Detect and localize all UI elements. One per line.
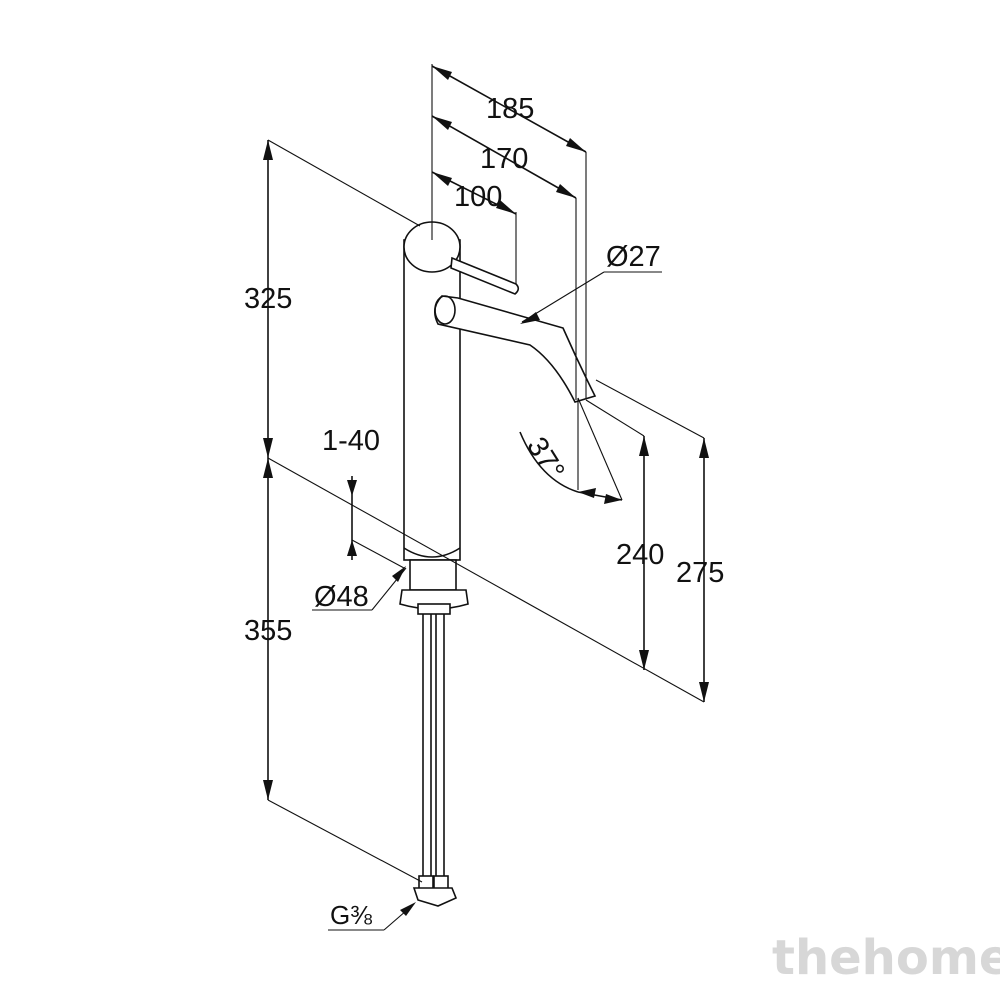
dim-angle-37-label: 37°	[520, 432, 570, 486]
spout-root	[434, 295, 456, 325]
dim-275-label: 275	[676, 557, 724, 589]
supply-hose-left	[422, 614, 432, 878]
dim-diameter-48-label: Ø48	[314, 581, 369, 613]
dimension-labels: 185 170 100 Ø27 325 1-40 37° 240 275 Ø48…	[244, 93, 724, 930]
dim-1-40-label: 1-40	[322, 425, 380, 457]
dim-170-label: 170	[480, 143, 528, 175]
faucet-body	[403, 239, 461, 561]
hose-end-fitting	[412, 887, 458, 907]
dim-diameter-27-label: Ø27	[606, 241, 661, 273]
mounting-washer	[417, 603, 451, 615]
faucet-drawing	[399, 221, 597, 907]
dim-325-label: 325	[244, 283, 292, 315]
dimension-lines	[263, 64, 709, 931]
mounting-shank	[409, 559, 457, 591]
body-bottom-edge	[403, 547, 461, 558]
thread-g38-label: G⅜	[330, 900, 372, 930]
dim-355-label: 355	[244, 615, 292, 647]
watermark-logo: thehome	[772, 930, 1000, 986]
dim-100-label: 100	[454, 181, 502, 213]
supply-hose-right	[435, 614, 445, 878]
dim-185-label: 185	[486, 93, 534, 125]
handle-lever	[450, 256, 520, 295]
dim-240-label: 240	[616, 539, 664, 571]
